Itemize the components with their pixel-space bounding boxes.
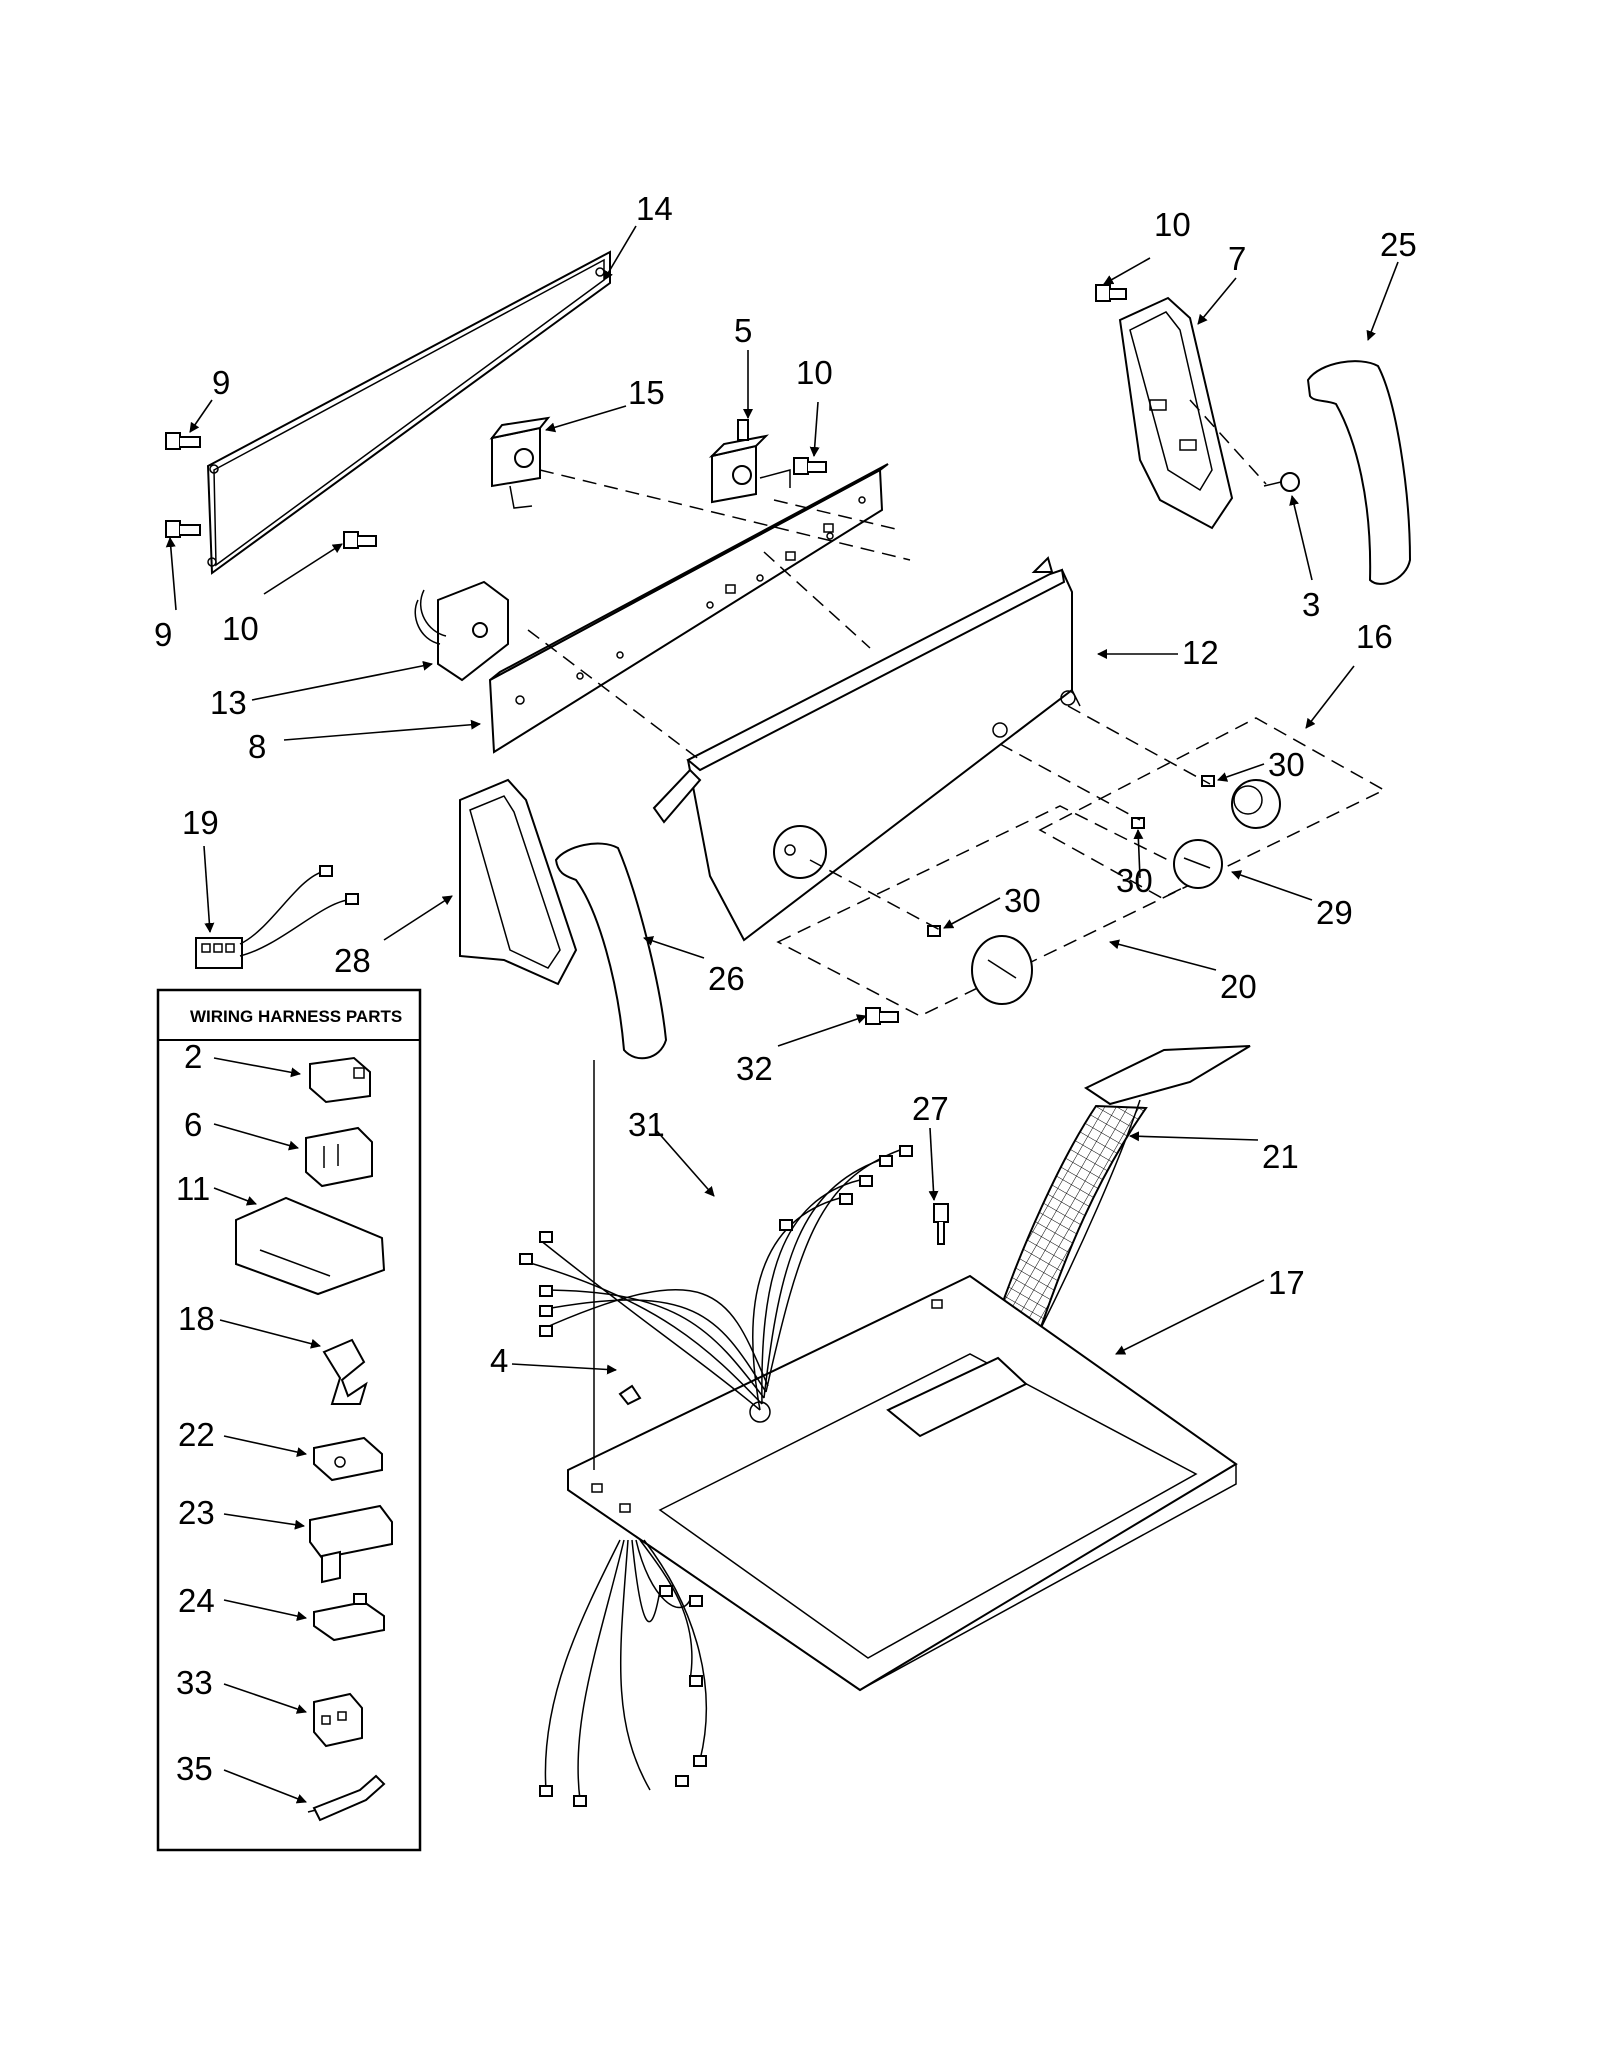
callout-14: 14 [636, 190, 673, 227]
callout-7: 7 [1228, 240, 1246, 277]
callout-21: 21 [1262, 1138, 1299, 1175]
callout-32: 32 [736, 1050, 773, 1087]
end-trim-part-25 [1306, 360, 1412, 585]
top-panel-part-17 [567, 1274, 1238, 1692]
callout-33: 33 [176, 1664, 213, 1701]
end-trim-part-26 [554, 842, 668, 1060]
dashed-group-16 [1038, 717, 1386, 899]
callout-2: 2 [184, 1038, 202, 1075]
switch-part-15 [489, 416, 551, 509]
screw-part-9-upper [165, 432, 201, 450]
switch-part-5 [708, 419, 791, 504]
alignment-lines [527, 399, 1267, 931]
callout-6: 6 [184, 1106, 202, 1143]
callout-18: 18 [178, 1300, 215, 1337]
callout-5: 5 [734, 312, 752, 349]
callout-28: 28 [334, 942, 371, 979]
callout-10-center: 10 [796, 354, 833, 391]
callout-29: 29 [1316, 894, 1353, 931]
callout-30-middle: 30 [1116, 862, 1153, 899]
control-panel-part-12 [652, 556, 1081, 942]
callout-15: 15 [628, 374, 665, 411]
callout-10-right: 10 [1154, 206, 1191, 243]
clip-part-4 [618, 1384, 642, 1406]
callout-27: 27 [912, 1090, 949, 1127]
back-panel-part-14 [206, 250, 611, 575]
callout-8: 8 [248, 728, 266, 765]
screw-part-10-right [1095, 284, 1127, 302]
screw-part-32 [865, 1007, 899, 1025]
callout-13: 13 [210, 684, 247, 721]
connector-part-11 [235, 1196, 386, 1296]
screw-part-27 [933, 1203, 949, 1245]
wiring-harness-part-31 [519, 1145, 913, 1411]
lint-screen-part-21 [994, 1045, 1251, 1332]
callout-25: 25 [1380, 226, 1417, 263]
callout-22: 22 [178, 1416, 215, 1453]
callout-labels: 14 9 9 15 5 10 10 10 7 25 3 12 13 8 16 3… [154, 190, 1417, 1787]
wiring-harness-parts-box: WIRING HARNESS PARTS [156, 988, 422, 1852]
harness-part-19 [195, 865, 359, 969]
callout-31: 31 [628, 1106, 665, 1143]
screw-part-3 [1263, 472, 1300, 492]
callout-30-lower: 30 [1004, 882, 1041, 919]
callout-19: 19 [182, 804, 219, 841]
callout-3: 3 [1302, 586, 1320, 623]
callout-30-upper: 30 [1268, 746, 1305, 783]
timer-part-13 [414, 580, 509, 682]
connector-part-2 [309, 1056, 371, 1104]
connector-part-23 [309, 1504, 393, 1584]
box-title: WIRING HARNESS PARTS [190, 1007, 402, 1026]
wiring-harness-lower [539, 1539, 707, 1807]
callout-24: 24 [178, 1582, 215, 1619]
callout-12: 12 [1182, 634, 1219, 671]
callout-23: 23 [178, 1494, 215, 1531]
knob-part-20 [971, 935, 1033, 1005]
connector-part-33 [313, 1692, 363, 1748]
callout-16: 16 [1356, 618, 1393, 655]
callout-11: 11 [176, 1170, 210, 1207]
connector-part-24 [313, 1593, 385, 1642]
callout-17: 17 [1268, 1264, 1305, 1301]
end-cap-part-7 [1118, 296, 1234, 530]
callout-35: 35 [176, 1750, 213, 1787]
knob-part-16 [1231, 779, 1281, 829]
console-bracket-part-8 [488, 463, 889, 754]
callout-10-left: 10 [222, 610, 259, 647]
callout-20: 20 [1220, 968, 1257, 1005]
terminal-part-35 [307, 1774, 386, 1822]
knob-part-29 [1173, 839, 1223, 889]
connector-part-22 [313, 1436, 383, 1482]
leader-lines [165, 225, 1399, 1804]
end-cap-part-28 [459, 778, 578, 986]
callout-9-lower: 9 [154, 616, 172, 653]
connector-part-6 [305, 1126, 373, 1188]
clip-part-30-upper [1201, 775, 1215, 787]
callout-26: 26 [708, 960, 745, 997]
clip-part-30-middle [1131, 817, 1145, 829]
screw-part-10-center [793, 457, 827, 475]
connector-part-18 [322, 1338, 368, 1405]
callout-9-upper: 9 [212, 364, 230, 401]
screw-part-9-lower [165, 520, 201, 538]
screw-part-10-left [343, 531, 377, 549]
callout-4: 4 [490, 1342, 508, 1379]
